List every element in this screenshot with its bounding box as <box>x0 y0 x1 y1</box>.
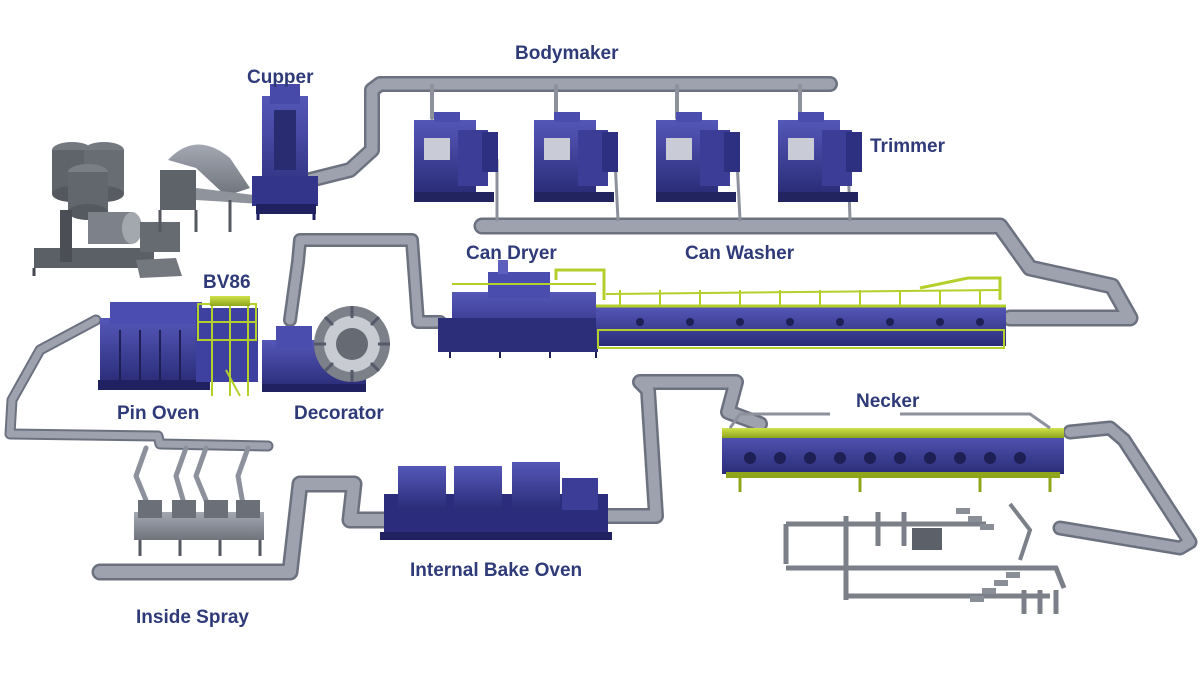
bodymaker-unit <box>534 112 618 202</box>
bv86-unit <box>196 296 258 397</box>
palletizer-stairs <box>912 508 1020 602</box>
inside-spray <box>134 500 264 556</box>
can-dryer <box>438 260 606 358</box>
bodymaker-group <box>414 112 862 202</box>
palletizer-platform <box>783 502 1067 614</box>
label-can-washer: Can Washer <box>685 243 795 264</box>
label-inside-spray: Inside Spray <box>136 607 249 628</box>
label-pin-oven: Pin Oven <box>117 403 200 424</box>
label-trimmer: Trimmer <box>870 136 945 157</box>
can-washer <box>596 276 1006 349</box>
bodymaker-unit <box>656 112 740 202</box>
label-necker: Necker <box>856 391 920 412</box>
uncoiler <box>32 210 180 276</box>
lubricator-feed <box>136 144 262 278</box>
internal-bake-oven <box>380 462 612 540</box>
label-bv86: BV86 <box>203 272 251 293</box>
label-cupper: Cupper <box>247 67 314 88</box>
bodymaker-unit <box>778 112 862 202</box>
pin-oven <box>98 302 210 390</box>
decorator <box>262 306 390 392</box>
label-bodymaker: Bodymaker <box>515 43 619 64</box>
conveyor-network <box>4 76 1198 581</box>
bodymaker-unit <box>414 112 498 202</box>
label-decorator: Decorator <box>294 403 384 424</box>
label-internal-bake-oven: Internal Bake Oven <box>410 560 583 581</box>
label-can-dryer: Can Dryer <box>466 243 557 264</box>
cupper-press <box>252 84 318 220</box>
coil-stock <box>52 142 124 220</box>
necker <box>722 412 1064 492</box>
